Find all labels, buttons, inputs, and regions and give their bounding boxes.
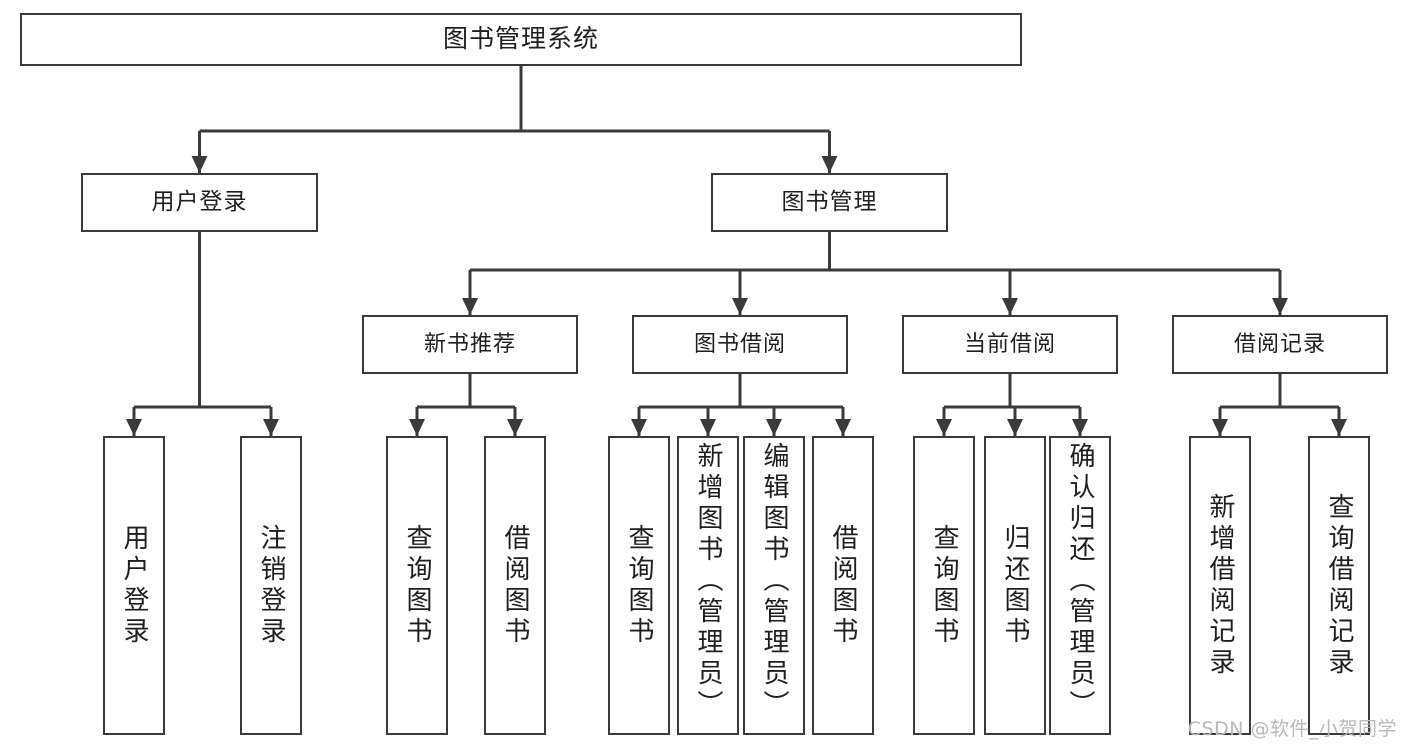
arrowhead-icon <box>462 298 478 315</box>
arrowhead-icon <box>1212 419 1228 436</box>
node-root[interactable]: 图书管理系统 <box>20 13 1022 66</box>
node-label: 新增借阅记录 <box>1205 492 1235 679</box>
node-leaf-rec-borrow[interactable]: 借阅图书 <box>484 436 546 735</box>
node-leaf-user-login[interactable]: 用户登录 <box>103 436 165 735</box>
node-book-manage[interactable]: 图书管理 <box>711 173 948 232</box>
arrowhead-icon <box>263 419 279 436</box>
node-label: 图书借阅 <box>693 331 786 357</box>
node-leaf-bor-query[interactable]: 查询图书 <box>608 436 670 735</box>
node-label: 查询图书 <box>929 523 959 648</box>
node-leaf-rec-query[interactable]: 查询图书 <box>386 436 448 735</box>
node-leaf-bor-lend[interactable]: 借阅图书 <box>812 436 874 735</box>
node-leaf-bor-edit[interactable]: 编辑图书（管理员） <box>743 436 805 735</box>
arrowhead-icon <box>1002 298 1018 315</box>
node-leaf-rec-query2[interactable]: 查询借阅记录 <box>1308 436 1370 735</box>
arrowhead-icon <box>700 419 716 436</box>
arrowhead-icon <box>507 419 523 436</box>
arrowhead-icon <box>126 419 142 436</box>
node-label: 用户登录 <box>119 523 149 648</box>
node-label: 编辑图书（管理员） <box>759 442 789 721</box>
node-user-login[interactable]: 用户登录 <box>81 173 318 232</box>
arrowhead-icon <box>1272 298 1288 315</box>
watermark-text: CSDN @软件_小贺同学 <box>1187 718 1397 740</box>
arrowhead-icon <box>821 156 838 173</box>
node-label: 查询图书 <box>402 523 432 648</box>
arrowhead-icon <box>631 419 647 436</box>
node-leaf-cur-query[interactable]: 查询图书 <box>913 436 975 735</box>
node-label: 新增图书（管理员） <box>693 442 723 721</box>
arrowhead-icon <box>766 419 782 436</box>
node-label: 借阅记录 <box>1233 331 1326 357</box>
node-label: 查询图书 <box>624 523 654 648</box>
node-leaf-cur-confirm[interactable]: 确认归还（管理员） <box>1049 436 1111 735</box>
node-current-borrow[interactable]: 当前借阅 <box>902 315 1118 374</box>
node-leaf-rec-add[interactable]: 新增借阅记录 <box>1189 436 1251 735</box>
node-borrow-record[interactable]: 借阅记录 <box>1172 315 1388 374</box>
arrowhead-icon <box>1331 419 1347 436</box>
node-label: 确认归还（管理员） <box>1065 442 1095 721</box>
node-label: 图书管理 <box>781 189 878 216</box>
arrowhead-icon <box>191 156 208 173</box>
node-book-borrow[interactable]: 图书借阅 <box>632 315 848 374</box>
node-leaf-bor-add[interactable]: 新增图书（管理员） <box>677 436 739 735</box>
arrowhead-icon <box>732 298 748 315</box>
node-label: 注销登录 <box>256 523 286 648</box>
arrowhead-icon <box>835 419 851 436</box>
node-label: 用户登录 <box>151 189 248 216</box>
node-label: 借阅图书 <box>500 523 530 648</box>
node-label: 当前借阅 <box>963 331 1056 357</box>
arrowhead-icon <box>409 419 425 436</box>
node-new-book-rec[interactable]: 新书推荐 <box>362 315 578 374</box>
node-label: 查询借阅记录 <box>1324 492 1354 679</box>
node-label: 归还图书 <box>1000 523 1030 648</box>
node-label: 图书管理系统 <box>442 24 599 54</box>
arrowhead-icon <box>936 419 952 436</box>
node-leaf-user-logout[interactable]: 注销登录 <box>240 436 302 735</box>
arrowhead-icon <box>1007 419 1023 436</box>
arrowhead-icon <box>1072 419 1088 436</box>
node-label: 借阅图书 <box>828 523 858 648</box>
node-label: 新书推荐 <box>423 331 516 357</box>
node-leaf-cur-return[interactable]: 归还图书 <box>984 436 1046 735</box>
